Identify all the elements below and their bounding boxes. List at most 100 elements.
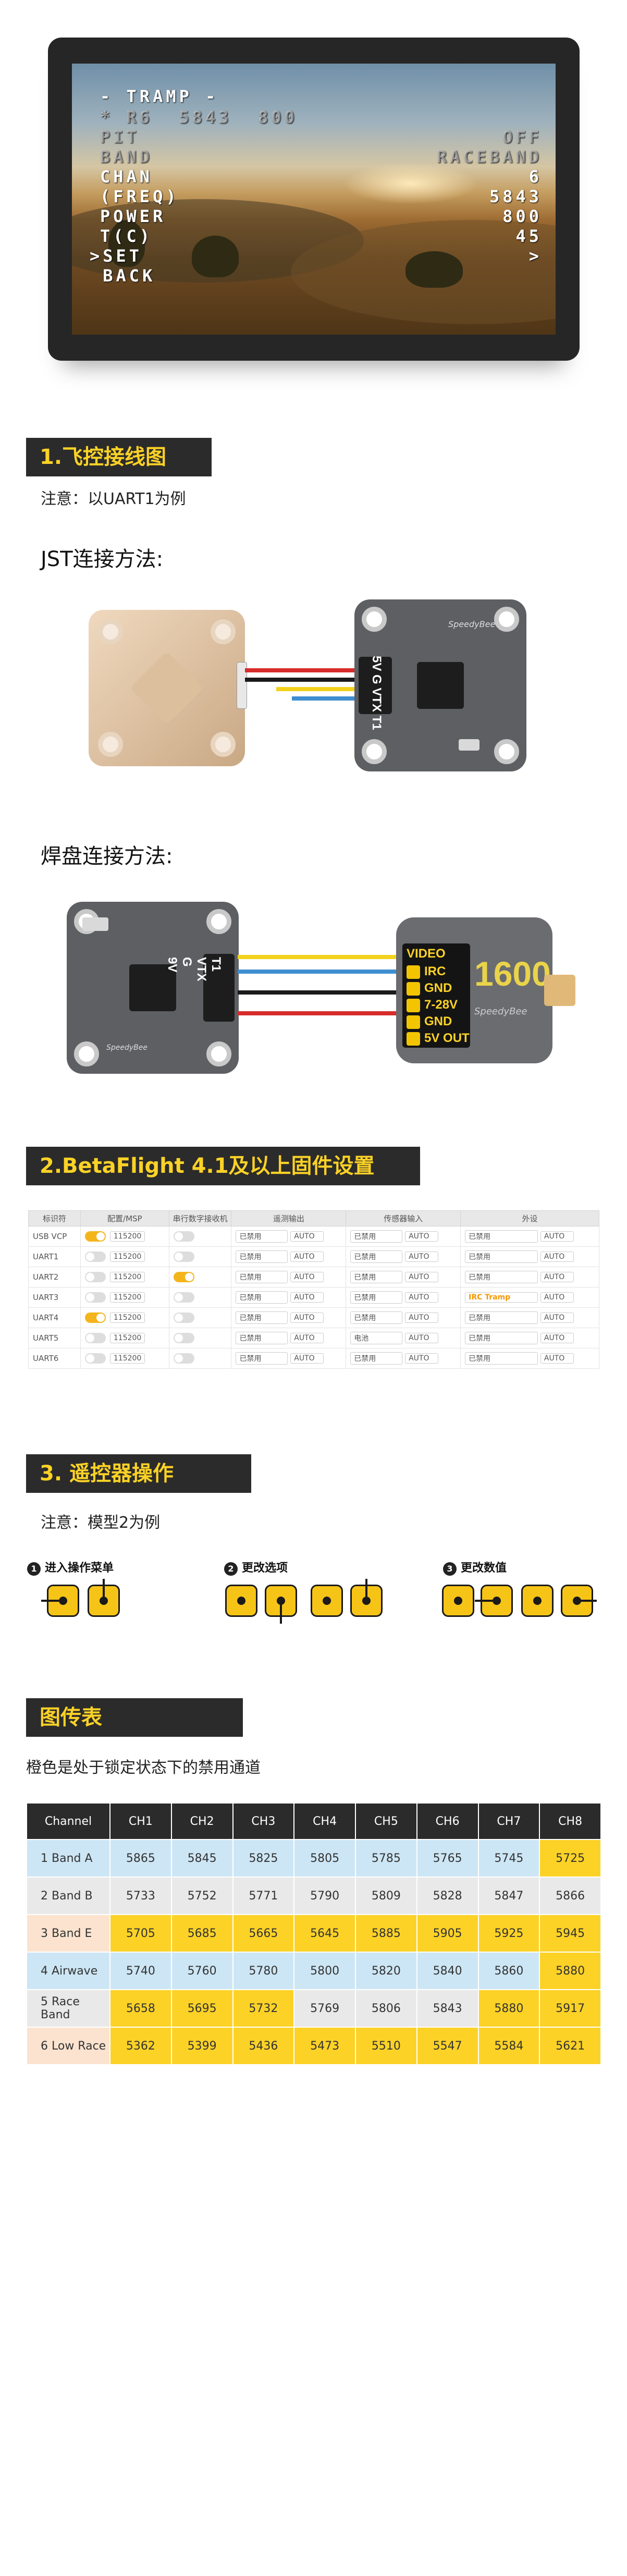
peripheral-baud-select[interactable]: AUTO <box>540 1231 574 1242</box>
sensor-select[interactable]: 电池 <box>350 1332 403 1344</box>
table-cell: 5809 <box>355 1876 417 1915</box>
baud-select[interactable]: 115200 <box>109 1292 145 1303</box>
table-cell: 6 Low Race <box>26 2027 110 2065</box>
stick-dot <box>100 1597 108 1605</box>
stick-direction <box>280 1601 282 1624</box>
telemetry-baud-select[interactable]: AUTO <box>290 1252 324 1262</box>
peripheral-select[interactable]: 已禁用 <box>465 1311 538 1324</box>
peripheral-select[interactable]: IRC Tramp <box>465 1292 538 1303</box>
rx-toggle[interactable] <box>173 1252 194 1262</box>
peripheral-select[interactable]: 已禁用 <box>465 1352 538 1365</box>
peripheral-baud-select[interactable]: AUTO <box>540 1353 574 1364</box>
sensor-baud-select[interactable]: AUTO <box>405 1231 439 1242</box>
table-cell: 5780 <box>232 1952 295 1990</box>
telemetry-baud-select[interactable]: AUTO <box>290 1353 324 1364</box>
osd-row-set[interactable]: >SET > <box>72 246 556 267</box>
baud-select[interactable]: 115200 <box>109 1312 145 1323</box>
wiring-note: 注意：以UART1为例 <box>41 490 186 508</box>
peripheral-baud-select[interactable]: AUTO <box>540 1292 574 1303</box>
table-cell: 已禁用 AUTO <box>346 1348 461 1369</box>
section-title-remote: 3. 遥控器操作 <box>26 1454 251 1493</box>
table-cell: 5925 <box>477 1914 540 1953</box>
table-cell: 5765 <box>416 1839 479 1878</box>
brand-logo: SpeedyBee <box>474 1006 527 1017</box>
table-cell: 115200 <box>80 1348 169 1369</box>
rx-toggle[interactable] <box>173 1312 194 1323</box>
sensor-baud-select[interactable]: AUTO <box>405 1353 439 1364</box>
sensor-select[interactable]: 已禁用 <box>350 1271 403 1283</box>
table-cell: 已禁用 AUTO <box>231 1287 347 1308</box>
table-cell: 5828 <box>416 1876 479 1915</box>
table-cell: 5621 <box>539 2027 601 2065</box>
sensor-baud-select[interactable]: AUTO <box>405 1252 439 1262</box>
sensor-baud-select[interactable]: AUTO <box>405 1333 439 1343</box>
sensor-select[interactable]: 已禁用 <box>350 1291 403 1304</box>
msp-toggle[interactable] <box>84 1333 106 1343</box>
right-stick-pad <box>561 1585 597 1617</box>
osd-row-back[interactable]: BACK <box>72 266 556 287</box>
telemetry-select[interactable]: 已禁用 <box>236 1311 288 1324</box>
msp-toggle[interactable] <box>84 1292 106 1303</box>
mounting-hole <box>98 732 123 757</box>
peripheral-baud-select[interactable]: AUTO <box>540 1252 574 1262</box>
baud-select[interactable]: 115200 <box>109 1231 145 1242</box>
telemetry-baud-select[interactable]: AUTO <box>290 1292 324 1303</box>
osd-row-temp[interactable]: T(C) 45 <box>72 226 556 247</box>
telemetry-select[interactable]: 已禁用 <box>236 1291 288 1304</box>
osd-row-band[interactable]: BAND RACEBAND <box>72 147 556 168</box>
msp-toggle[interactable] <box>84 1231 106 1242</box>
msp-toggle[interactable] <box>84 1272 106 1282</box>
wire-red <box>238 1011 404 1015</box>
telemetry-select[interactable]: 已禁用 <box>236 1271 288 1283</box>
sensor-select[interactable]: 已禁用 <box>350 1250 403 1263</box>
telemetry-select[interactable]: 已禁用 <box>236 1352 288 1365</box>
peripheral-select[interactable]: 已禁用 <box>465 1230 538 1243</box>
rx-toggle[interactable] <box>173 1333 194 1343</box>
stick-direction <box>365 1579 367 1597</box>
sensor-select[interactable]: 已禁用 <box>350 1311 403 1324</box>
peripheral-baud-select[interactable]: AUTO <box>540 1333 574 1343</box>
peripheral-select[interactable]: 已禁用 <box>465 1271 538 1283</box>
sensor-select[interactable]: 已禁用 <box>350 1230 403 1243</box>
peripheral-baud-select[interactable]: AUTO <box>540 1312 574 1323</box>
sensor-baud-select[interactable]: AUTO <box>405 1292 439 1303</box>
table-cell: 5885 <box>355 1914 417 1953</box>
osd-value: > <box>528 246 542 266</box>
msp-toggle[interactable] <box>84 1353 106 1364</box>
sensor-select[interactable]: 已禁用 <box>350 1352 403 1365</box>
osd-title: - TRAMP - <box>100 87 219 106</box>
osd-row-chan[interactable]: CHAN 6 <box>72 167 556 188</box>
baud-select[interactable]: 115200 <box>109 1333 145 1343</box>
table-cell: 已禁用 AUTO <box>460 1307 599 1328</box>
remote-note: 注意：模型2为例 <box>41 1514 161 1532</box>
table-cell: 5800 <box>293 1952 356 1990</box>
baud-select[interactable]: 115200 <box>109 1252 145 1262</box>
col-header: 配置/MSP <box>80 1210 169 1226</box>
rx-toggle[interactable] <box>173 1231 194 1242</box>
telemetry-select[interactable]: 已禁用 <box>236 1230 288 1243</box>
telemetry-select[interactable]: 已禁用 <box>236 1250 288 1263</box>
baud-select[interactable]: 115200 <box>109 1353 145 1364</box>
osd-row-pit[interactable]: PIT OFF <box>72 127 556 148</box>
telemetry-baud-select[interactable]: AUTO <box>290 1333 324 1343</box>
label-text: 更改选项 <box>242 1562 288 1575</box>
telemetry-baud-select[interactable]: AUTO <box>290 1272 324 1282</box>
osd-row-power[interactable]: POWER 800 <box>72 206 556 227</box>
msp-toggle[interactable] <box>84 1252 106 1262</box>
table-cell: 5880 <box>539 1952 601 1990</box>
rx-toggle[interactable] <box>173 1292 194 1303</box>
baud-select[interactable]: 115200 <box>109 1272 145 1282</box>
peripheral-baud-select[interactable]: AUTO <box>540 1272 574 1282</box>
msp-toggle[interactable] <box>84 1312 106 1323</box>
sensor-baud-select[interactable]: AUTO <box>405 1272 439 1282</box>
rx-toggle[interactable] <box>173 1353 194 1364</box>
telemetry-baud-select[interactable]: AUTO <box>290 1312 324 1323</box>
sensor-baud-select[interactable]: AUTO <box>405 1312 439 1323</box>
osd-row-freq[interactable]: (FREQ) 5843 <box>72 187 556 207</box>
telemetry-baud-select[interactable]: AUTO <box>290 1231 324 1242</box>
vtx-module-gold <box>89 610 245 766</box>
telemetry-select[interactable]: 已禁用 <box>236 1332 288 1344</box>
peripheral-select[interactable]: 已禁用 <box>465 1250 538 1263</box>
peripheral-select[interactable]: 已禁用 <box>465 1332 538 1344</box>
rx-toggle[interactable] <box>173 1272 194 1282</box>
